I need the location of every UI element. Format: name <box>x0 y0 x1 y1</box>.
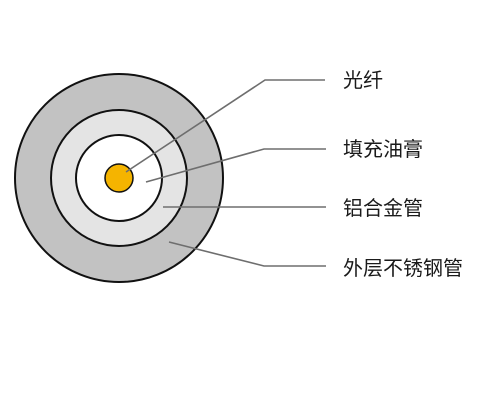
leader-line-fiber <box>125 79 325 173</box>
leader-line-steel <box>168 241 326 267</box>
label-outer-steel-tube: 外层不锈钢管 <box>343 256 463 280</box>
label-aluminum-tube: 铝合金管 <box>343 196 423 220</box>
label-optical-fiber: 光纤 <box>343 68 383 92</box>
label-filler-grease: 填充油膏 <box>343 137 423 161</box>
optical-fiber-core <box>104 163 134 193</box>
leader-line-filler <box>145 148 326 183</box>
